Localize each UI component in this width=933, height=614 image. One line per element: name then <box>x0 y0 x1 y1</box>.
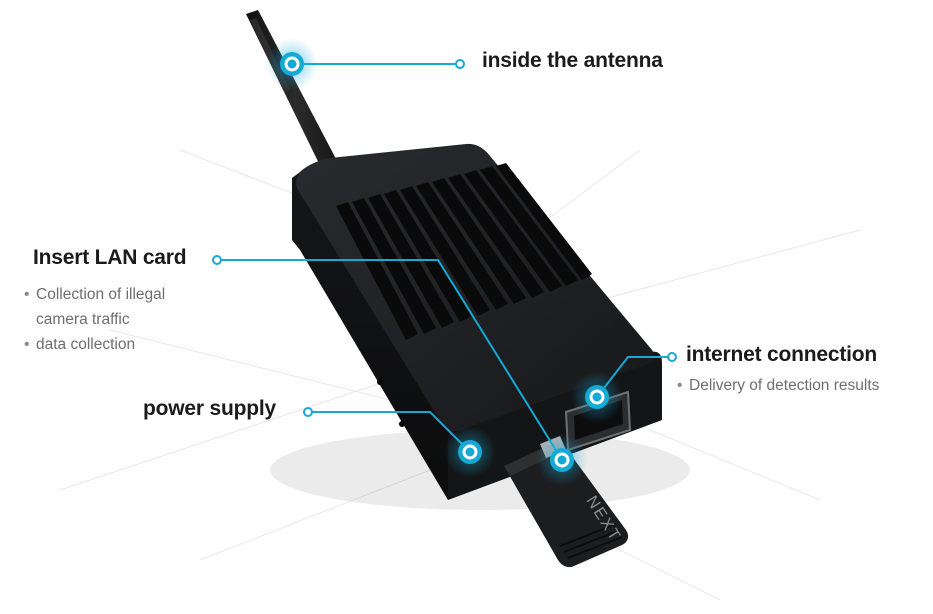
callout-internet-title: internet connection <box>686 343 878 366</box>
device-left-side <box>292 172 448 500</box>
hotspot-internet <box>571 371 623 423</box>
callout-lan-title: Insert LAN card <box>33 246 187 269</box>
hotspot-lan-card <box>536 434 588 486</box>
hotspot-power <box>444 426 496 478</box>
list-item: •Delivery of detection results <box>677 377 880 394</box>
callout-lan-bullets: •Collection of illegal camera traffic •d… <box>24 282 234 357</box>
leader-line-lan <box>217 259 563 461</box>
vent-slots <box>336 163 592 340</box>
callout-internet-bullets: •Delivery of detection results <box>677 373 879 398</box>
hotspot-antenna <box>266 38 318 90</box>
callout-antenna-title: inside the antenna <box>482 49 663 72</box>
side-screws <box>377 379 405 427</box>
callout-power-title: power supply <box>143 397 276 420</box>
leader-end-dots <box>212 59 677 417</box>
list-item: •data collection <box>24 336 136 353</box>
list-item: •Collection of illegal camera traffic <box>24 286 166 328</box>
